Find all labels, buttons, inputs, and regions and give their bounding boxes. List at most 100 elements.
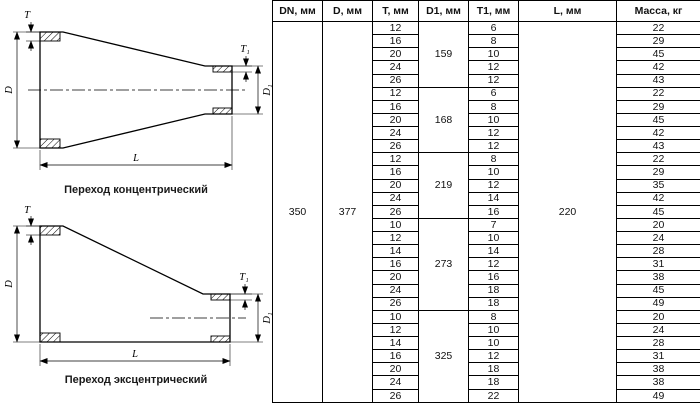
t-cell: 20 — [372, 112, 419, 128]
mass-cell: 38 — [616, 362, 700, 377]
mass-cell: 45 — [616, 204, 700, 219]
dim-T1: T₁ — [230, 272, 252, 310]
t-cell: 16 — [372, 34, 419, 49]
t1-cell: 14 — [468, 244, 519, 259]
dim-D: D — [4, 225, 40, 343]
t1-cell: 10 — [468, 230, 519, 246]
mass-cell: 22 — [616, 20, 700, 36]
dn-cell: 350 — [272, 21, 323, 403]
mass-cell: 49 — [616, 388, 700, 403]
t1-cell: 7 — [468, 217, 519, 233]
t1-cell: 12 — [468, 125, 519, 141]
dim-label-T1: T₁ — [239, 272, 249, 283]
reducer-outline — [39, 225, 231, 343]
t1-cell: 12 — [468, 139, 519, 154]
mass-cell: 24 — [616, 230, 700, 246]
t1-cell: 12 — [468, 73, 519, 88]
dim-label-D: D — [4, 86, 15, 95]
l-cell: 220 — [518, 21, 617, 403]
t-cell: 10 — [372, 309, 419, 324]
t-cell: 16 — [372, 165, 419, 180]
dim-label-D1: D₁ — [262, 84, 272, 96]
t1-cell: 8 — [468, 99, 519, 114]
mass-cell: 45 — [616, 283, 700, 298]
dim-label-T: T — [24, 205, 31, 216]
t1-cell: 16 — [468, 270, 519, 285]
mass-cell: 45 — [616, 47, 700, 62]
mass-cell: 29 — [616, 34, 700, 49]
t1-cell: 12 — [468, 178, 519, 193]
dim-L: L — [39, 116, 233, 170]
mass-cell: 31 — [616, 349, 700, 364]
mass-cell: 28 — [616, 335, 700, 351]
t-cell: 26 — [372, 296, 419, 311]
mass-cell: 22 — [616, 86, 700, 101]
t1-cell: 8 — [468, 309, 519, 324]
t1-cell: 6 — [468, 20, 519, 36]
d1-cell: 159 — [418, 21, 469, 88]
t-cell: 24 — [372, 375, 419, 390]
t1-cell: 18 — [468, 362, 519, 377]
table-row: 16 12 31 — [273, 349, 700, 364]
mass-cell: 29 — [616, 165, 700, 180]
t1-cell: 22 — [468, 388, 519, 403]
weld-hatch-blocks — [39, 31, 233, 149]
t-cell: 24 — [372, 283, 419, 298]
d1-cell: 219 — [418, 152, 469, 219]
t-cell: 16 — [372, 99, 419, 114]
mass-cell: 42 — [616, 191, 700, 206]
t-cell: 20 — [372, 362, 419, 377]
t1-cell: 10 — [468, 47, 519, 62]
mass-cell: 43 — [616, 73, 700, 88]
mass-cell: 20 — [616, 309, 700, 324]
column-header: L, мм — [518, 0, 617, 22]
t1-cell: 12 — [468, 349, 519, 364]
dim-D1: D₁ — [230, 293, 272, 343]
t1-cell: 10 — [468, 165, 519, 180]
t-cell: 24 — [372, 60, 419, 75]
mass-cell: 22 — [616, 152, 700, 167]
dim-T1: T₁ — [232, 44, 252, 82]
t-cell: 24 — [372, 125, 419, 141]
t1-cell: 10 — [468, 112, 519, 128]
concentric-caption: Переход концентрический — [64, 184, 208, 196]
weld-hatch-blocks — [39, 225, 231, 343]
t-cell: 12 — [372, 152, 419, 167]
t1-cell: 12 — [468, 60, 519, 75]
t-cell: 20 — [372, 47, 419, 62]
t1-cell: 6 — [468, 86, 519, 101]
table-row: 26 22 49 — [273, 388, 700, 403]
t-cell: 16 — [372, 349, 419, 364]
d1-cell: 273 — [418, 217, 469, 311]
t-cell: 26 — [372, 388, 419, 403]
mass-cell: 35 — [616, 178, 700, 193]
t-cell: 12 — [372, 230, 419, 246]
dim-label-D: D — [4, 280, 15, 289]
dim-label-T1: T₁ — [240, 44, 250, 55]
mass-cell: 43 — [616, 139, 700, 154]
d1-cell: 325 — [418, 309, 469, 403]
mass-cell: 42 — [616, 125, 700, 141]
t1-cell: 12 — [468, 257, 519, 272]
mass-cell: 42 — [616, 60, 700, 75]
column-header: T1, мм — [468, 0, 519, 22]
t-cell: 26 — [372, 73, 419, 88]
d1-cell: 168 — [418, 86, 469, 154]
dim-L: L — [39, 344, 231, 366]
mass-cell: 24 — [616, 322, 700, 338]
t1-cell: 10 — [468, 322, 519, 338]
t1-cell: 16 — [468, 204, 519, 219]
column-header: D1, мм — [418, 0, 469, 22]
eccentric-figure: T T₁ D — [0, 204, 272, 386]
dim-label-L: L — [131, 349, 138, 360]
